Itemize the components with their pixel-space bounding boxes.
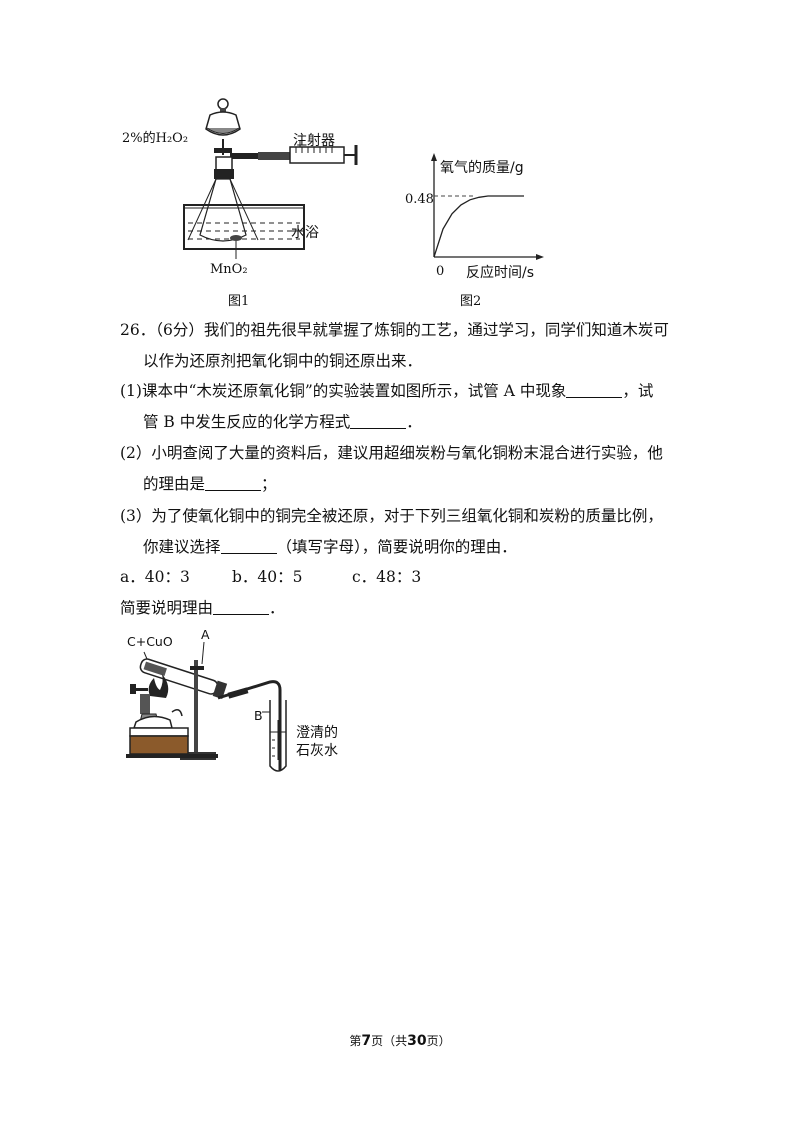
footer-middle: 页（共 xyxy=(371,1034,408,1048)
answer-blank-1[interactable] xyxy=(566,383,623,398)
subquestion-1-line-2: 管 B 中发生反应的化学方程式 ． xyxy=(143,412,422,432)
limewater-label-1: 澄清的 xyxy=(296,725,338,741)
tube-b-label: B xyxy=(254,708,263,723)
mno2-label: MnO₂ xyxy=(210,262,248,277)
page-footer: 第7页（共30页） xyxy=(0,1032,800,1049)
subquestion-2-text-b: ； xyxy=(261,475,277,493)
subquestion-3-text-a: 你建议选择 xyxy=(143,538,221,556)
subquestion-1-text-a: (1)课本中“木炭还原氧化铜”的实验装置如图所示，试管 A 中现象 xyxy=(120,382,567,400)
subquestion-2-line-2: 的理由是 ； xyxy=(143,474,277,494)
option-b: b．40：5 xyxy=(232,568,303,586)
reason-text-a: 简要说明理由 xyxy=(120,599,214,617)
subquestion-2-line-1: (2）小明查阅了大量的资料后，建议用超细炭粉与氧化铜粉末混合进行实验，他 xyxy=(120,444,663,462)
figure-1-caption: 图1 xyxy=(228,294,250,309)
chart-origin-label: 0 xyxy=(436,264,445,279)
footer-prefix: 第 xyxy=(349,1034,362,1048)
y-axis-arrow-icon xyxy=(431,153,437,161)
answer-blank-2[interactable] xyxy=(350,414,407,429)
reason-line: 简要说明理由 ． xyxy=(120,598,285,618)
subquestion-3-line-2: 你建议选择 （填写字母），简要说明你的理由． xyxy=(143,537,517,557)
carbon-reduction-apparatus-drawing xyxy=(126,641,282,770)
subquestion-3-line-1: (3）为了使氧化铜中的铜完全被还原，对于下列三组氧化铜和炭粉的质量比例， xyxy=(120,507,663,525)
question-stem-line-1: 26．（6分）我们的祖先很早就掌握了炼铜的工艺，通过学习，同学们知道木炭可 xyxy=(120,321,669,339)
subquestion-2-text-a: 的理由是 xyxy=(143,475,206,493)
option-c: c．48：3 xyxy=(352,568,422,586)
chart-y-tick-0.48: 0.48 xyxy=(405,192,434,207)
x-axis-arrow-icon xyxy=(536,254,544,260)
subquestion-1-line-1: (1)课本中“木炭还原氧化铜”的实验装置如图所示，试管 A 中现象 ，试 xyxy=(120,381,653,401)
reason-text-b: ． xyxy=(269,599,285,617)
reactant-label: C+CuO xyxy=(127,634,173,649)
question-stem-line-2: 以作为还原剂把氧化铜中的铜还原出来． xyxy=(143,352,423,370)
answer-blank-5[interactable] xyxy=(213,600,270,615)
test-tube-b-drawing xyxy=(262,700,287,772)
o2-mass-chart xyxy=(431,153,544,260)
tube-a-label: A xyxy=(201,627,210,642)
answer-blank-3[interactable] xyxy=(205,476,262,491)
subquestion-1-text-d: ． xyxy=(406,413,422,431)
limewater-label-2: 石灰水 xyxy=(296,743,338,759)
subquestion-1-text-c: 管 B 中发生反应的化学方程式 xyxy=(143,413,351,431)
syringe-label: 注射器 xyxy=(293,133,335,149)
footer-page-number: 7 xyxy=(361,1033,372,1049)
h2o2-apparatus-drawing xyxy=(183,98,358,259)
chart-series-line xyxy=(433,195,524,258)
chart-y-axis-label: 氧气的质量/g xyxy=(440,160,524,176)
footer-suffix: 页） xyxy=(426,1034,451,1048)
footer-page-total: 30 xyxy=(407,1033,427,1049)
figure-2-caption: 图2 xyxy=(460,294,482,309)
option-a: a．40：3 xyxy=(120,568,190,586)
answer-blank-4[interactable] xyxy=(220,539,277,554)
subquestion-1-text-b: ，试 xyxy=(622,382,654,400)
h2o2-label: 2%的H₂O₂ xyxy=(122,131,189,146)
subquestion-3-text-b: （填写字母），简要说明你的理由． xyxy=(276,538,517,556)
chart-x-axis-label: 反应时间/s xyxy=(466,265,535,281)
